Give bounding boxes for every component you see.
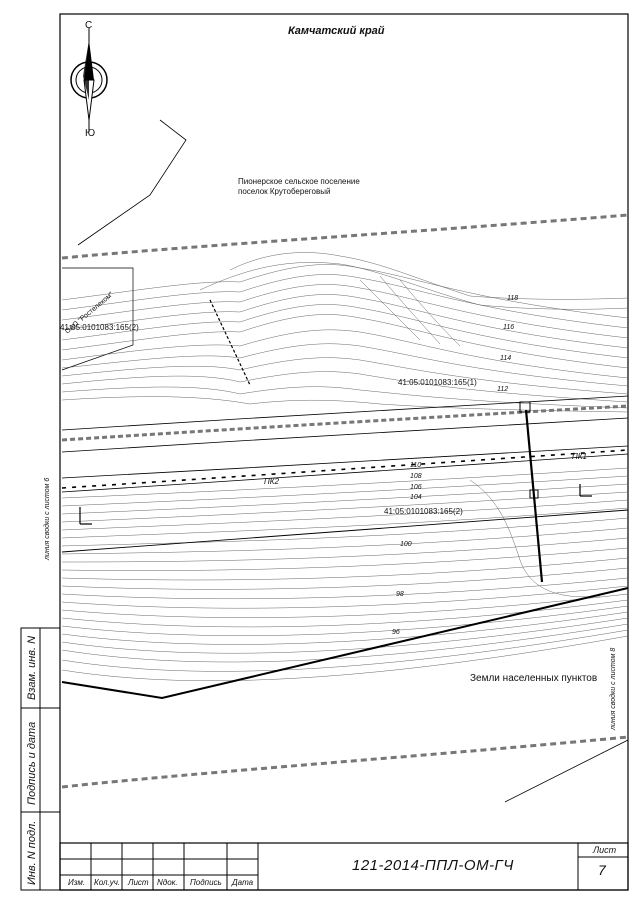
road [61, 395, 629, 493]
side-stamp [20, 627, 61, 891]
well-marker [519, 401, 531, 413]
stamp-original-inv: Инв. N подл. [26, 820, 38, 885]
settlement-boundary-bottom [61, 735, 629, 789]
tb-col-sheet: Лист [128, 878, 149, 887]
document-code: 121-2014-ППЛ-ОМ-ГЧ [352, 857, 514, 874]
contour-label-108: 108 [410, 473, 422, 480]
picket-label-1: ПК1 [572, 452, 587, 461]
land-category-label: Земли населенных пунктов [470, 673, 598, 684]
settlement-name-line2: поселок Крутобереговый [238, 187, 331, 196]
settlement-name-line1: Пионерское сельское поселение [238, 177, 360, 186]
section-markers [79, 484, 592, 525]
compass-north-label: С [85, 20, 93, 31]
stamp-replace-inv: Взам. инв. N [26, 635, 38, 700]
cable-line [61, 509, 629, 553]
contour-label-116: 116 [503, 324, 515, 331]
map-title: Камчатский край [288, 25, 385, 37]
parcel-boundary [77, 119, 187, 246]
sheet-label: Лист [593, 845, 617, 855]
contours-lower [61, 467, 629, 681]
match-line-right: линия сводки с листом 8 [610, 647, 617, 730]
settlement-boundary-top [61, 213, 629, 260]
parcel-boundary-left [61, 267, 134, 371]
land-boundary [61, 587, 629, 700]
match-line-left: линия сводки с листом 6 [44, 477, 51, 560]
contour-label-98: 98 [396, 591, 404, 598]
contour-label-106: 106 [410, 484, 422, 491]
contour-label-104: 104 [410, 494, 422, 501]
tb-col-signature: Подпись [190, 878, 222, 887]
contour-label-100: 100 [400, 541, 412, 548]
well-marker-2 [529, 489, 539, 499]
contour-label-114: 114 [500, 355, 512, 362]
compass-south-label: Ю [85, 128, 96, 139]
crossing-line [524, 409, 544, 583]
tb-col-change: Изм. [68, 878, 86, 887]
tb-col-docnum: Nдок. [157, 878, 178, 887]
boundary-corner [504, 739, 629, 803]
contour-label-110: 110 [410, 462, 422, 469]
tb-col-count: Кол.уч. [94, 878, 121, 887]
parcel-label-1: 41:05:0101083:165(2) [60, 323, 139, 332]
contour-label-112: 112 [497, 386, 509, 393]
sheet-frame [59, 13, 629, 891]
contour-label-96: 96 [392, 629, 400, 636]
contours-upper [61, 252, 629, 413]
parcel-label-2: 41:05:0101083:165(1) [398, 378, 477, 387]
survey-line [209, 299, 251, 386]
title-block [59, 842, 629, 891]
sheet-number: 7 [598, 862, 606, 878]
compass-rose [70, 28, 108, 132]
picket-label-2: ПК2 [264, 477, 279, 486]
parcel-label-3: 41:05:0101083:165(2) [384, 507, 463, 516]
contour-label-118: 118 [507, 295, 519, 302]
stamp-signature-date: Подпись и дата [26, 721, 38, 805]
tb-col-date: Дата [232, 878, 254, 887]
